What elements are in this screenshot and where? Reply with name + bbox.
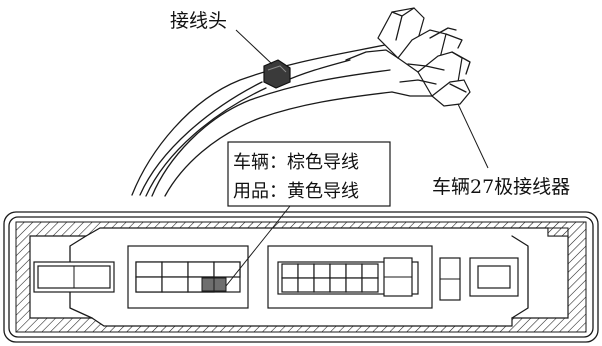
splice-leader-line [235, 29, 273, 65]
vehicle-wire-label: 车辆：棕色导线 [233, 152, 359, 173]
splice-connector [263, 59, 291, 89]
connector-plug-body [345, 7, 471, 107]
wire-color-callout: 车辆：棕色导线 用品：黄色导线 [227, 141, 391, 207]
connector-face [3, 205, 599, 343]
wire-color-box [227, 141, 391, 207]
harness-sheath-lower [164, 91, 393, 197]
pin-callout-leader [225, 205, 291, 287]
pin-grid-left [135, 261, 241, 293]
splice-label: 接线头 [170, 10, 227, 32]
harness-sheath-outer [131, 44, 386, 196]
wire-harness-illustration [131, 7, 489, 197]
connector-frame-inner [8, 216, 594, 338]
harness-sheath-inner [151, 69, 391, 197]
connector-right-hatch-notch [547, 227, 569, 237]
connector-label: 车辆27极接线器 [432, 176, 570, 198]
right-cavity-inner [477, 265, 511, 289]
connector-leader-line [457, 103, 489, 169]
accessory-wire [282, 59, 351, 83]
connector-frame-outer [3, 211, 599, 343]
vehicle-wire-2 [145, 87, 267, 197]
pin-grid-right [281, 257, 413, 297]
vehicle-wire [139, 81, 263, 196]
accessory-wire-label: 用品：黄色导线 [233, 181, 359, 202]
